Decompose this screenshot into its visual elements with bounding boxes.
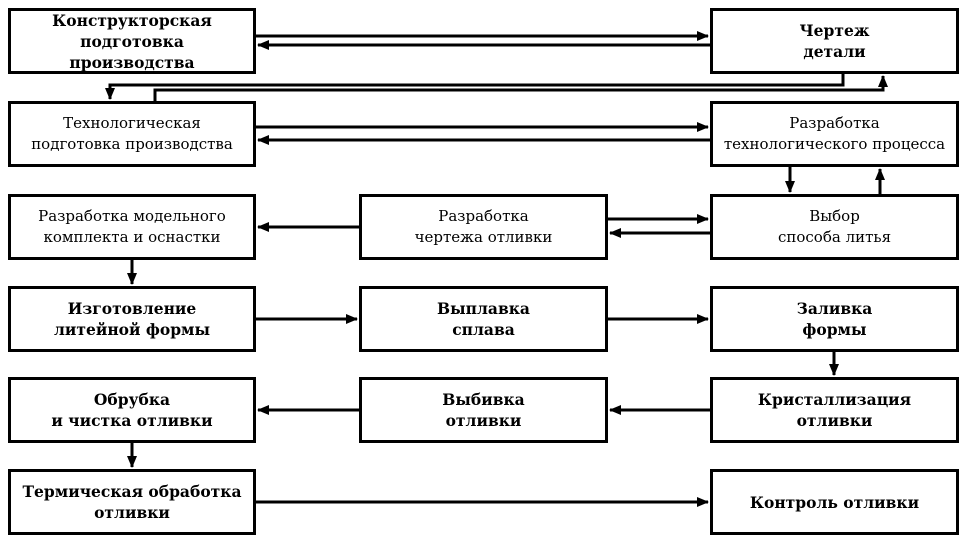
box-label: Заливка формы xyxy=(796,299,873,339)
box-pattern-development: Разработка модельного комплекта и оснаст… xyxy=(8,194,256,260)
box-label: Изготовление литейной формы xyxy=(53,299,211,339)
box-label: Выбор способа литья xyxy=(777,207,892,246)
box-casting-inspection: Контроль отливки xyxy=(710,469,959,535)
arrow-drawing-to-techprep xyxy=(105,74,845,100)
box-label: Кристаллизация отливки xyxy=(757,390,912,430)
box-label: Чертеж детали xyxy=(799,21,870,61)
box-casting-drawing: Разработка чертежа отливки xyxy=(359,194,608,260)
arrow-techprep-to-drawing xyxy=(153,75,888,101)
box-trimming-cleaning: Обрубка и чистка отливки xyxy=(8,377,256,443)
box-mould-pouring: Заливка формы xyxy=(710,286,959,352)
box-label: Разработка технологического процесса xyxy=(723,114,946,153)
box-mould-making: Изготовление литейной формы xyxy=(8,286,256,352)
box-label: Контроль отливки xyxy=(749,492,920,512)
box-label: Конструкторская подготовка производства xyxy=(52,10,212,72)
box-heat-treatment: Термическая обработка отливки xyxy=(8,469,256,535)
box-process-development: Разработка технологического процесса xyxy=(710,101,959,167)
box-knockout: Выбивка отливки xyxy=(359,377,608,443)
box-part-drawing: Чертеж детали xyxy=(710,8,959,74)
box-label: Выбивка отливки xyxy=(442,390,525,430)
box-technological-preparation: Технологическая подготовка производства xyxy=(8,101,256,167)
box-label: Выплавка сплава xyxy=(437,299,530,339)
box-label: Разработка чертежа отливки xyxy=(414,207,553,246)
box-label: Разработка модельного комплекта и оснаст… xyxy=(38,207,226,246)
box-design-preparation: Конструкторская подготовка производства xyxy=(8,8,256,74)
box-alloy-melting: Выплавка сплава xyxy=(359,286,608,352)
box-label: Обрубка и чистка отливки xyxy=(51,390,213,430)
box-label: Технологическая подготовка производства xyxy=(31,114,233,153)
box-label: Термическая обработка отливки xyxy=(22,482,242,522)
box-casting-method: Выбор способа литья xyxy=(710,194,959,260)
box-crystallization: Кристаллизация отливки xyxy=(710,377,959,443)
